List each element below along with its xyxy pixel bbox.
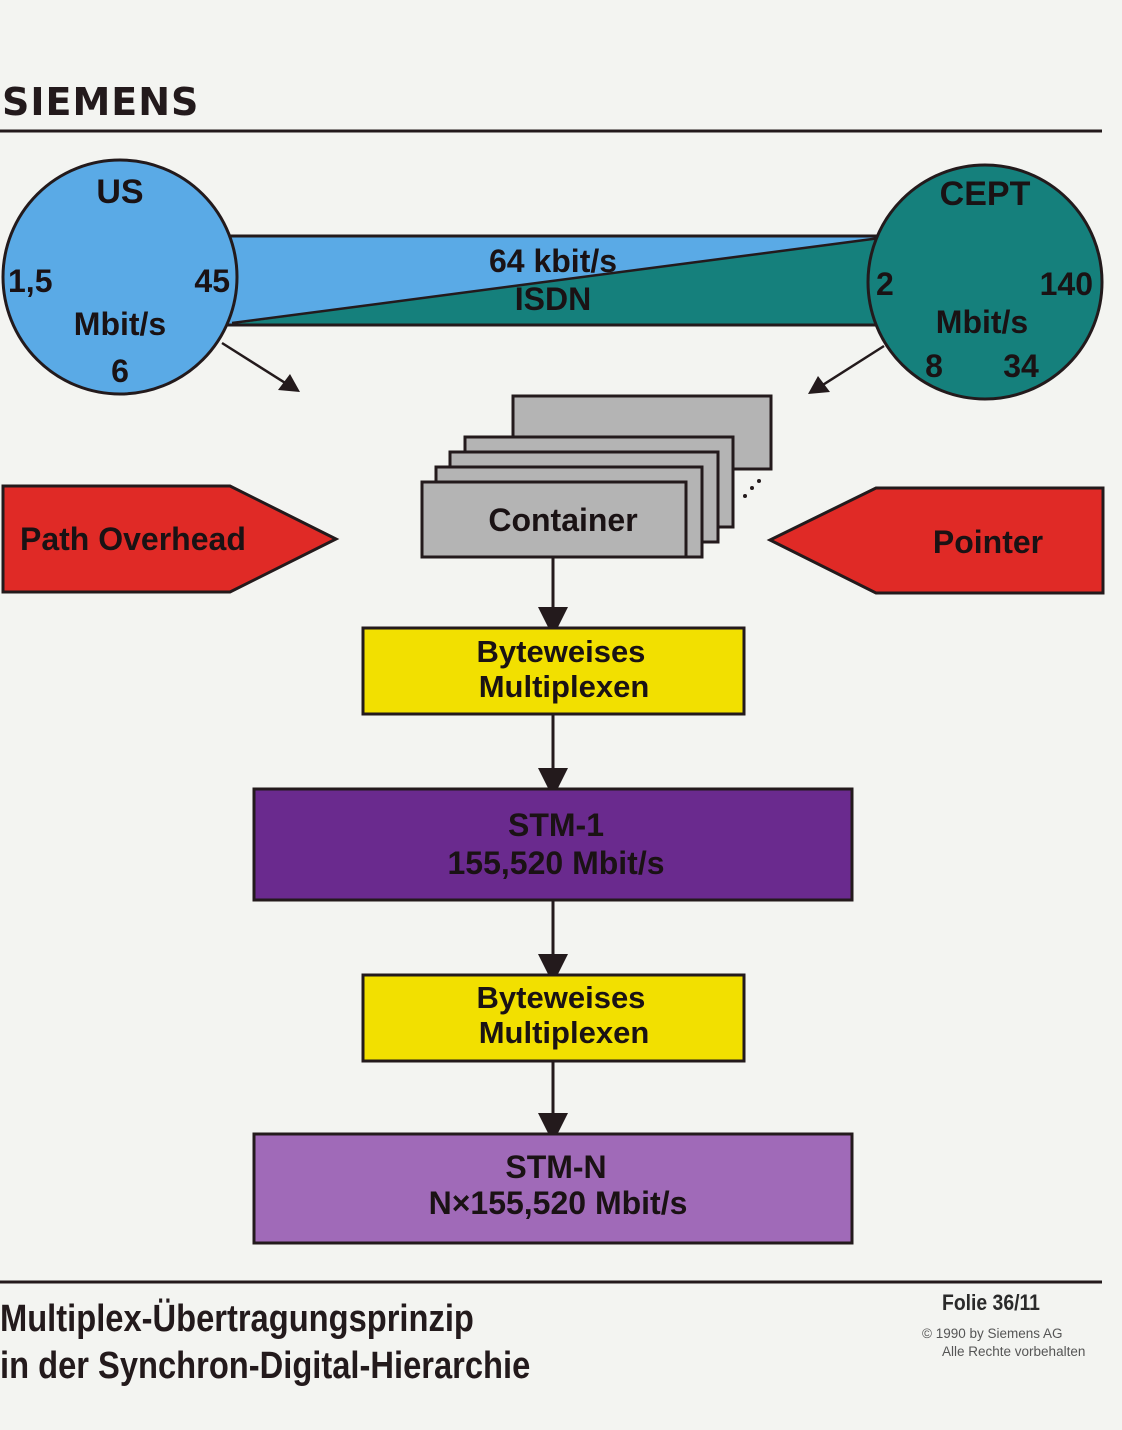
pointer-shape [766,486,1105,595]
us-circle [1,158,239,396]
cept-circle [866,163,1104,401]
cept-arrowhead-icon [808,376,830,394]
cept-rate-4: 34 [1003,348,1039,384]
us-arrow-line [221,341,291,388]
us-arrowhead-icon [278,374,300,392]
stm1-label: STM-1 [508,807,604,843]
us-rate-3: 6 [111,353,129,389]
band-isdn-label: ISDN [515,281,591,317]
cept-arrow-line [817,344,885,390]
stmn-rate: N×155,520 Mbit/s [429,1185,688,1221]
cept-unit: Mbit/s [936,304,1028,340]
cept-rate-2: 140 [1040,266,1093,302]
multiplex-box-1 [361,626,746,716]
multiplex-1-line1: Byteweises [477,634,646,669]
multiplex-2-line2: Multiplexen [479,1015,650,1050]
cept-rate-3: 8 [925,348,943,384]
rights-text: Alle Rechte vorbehalten [942,1344,1086,1359]
band-rate-label: 64 kbit/s [489,243,617,279]
cept-title: CEPT [940,175,1031,213]
cept-rate-1: 2 [876,266,894,302]
copyright-text: © 1990 by Siemens AG [922,1326,1063,1341]
multiplex-2-line1: Byteweises [477,980,646,1015]
band-divider [231,236,881,325]
ellipsis-dot [750,486,754,490]
siemens-logo: SIEMENS [2,80,200,124]
container-label: Container [488,502,637,538]
slide-title: Multiplex-Übertragungsprinzip in der Syn… [0,1296,530,1390]
slide-title-line2: in der Synchron-Digital-Hierarchie [0,1345,531,1387]
multiplex-box-2 [361,973,746,1063]
copyright-block: © 1990 by Siemens AG Alle Rechte vorbeha… [922,1325,1085,1361]
path-overhead-label: Path Overhead [20,521,246,557]
slide-title-line1: Multiplex-Übertragungsprinzip [0,1298,474,1340]
stm1-rate: 155,520 Mbit/s [448,845,665,881]
container-stack [420,394,773,559]
container-box [420,480,688,559]
stm1-box [252,787,854,902]
us-rate-2: 45 [194,263,230,299]
ellipsis-dot [757,479,761,483]
us-unit: Mbit/s [74,306,166,342]
us-title: US [96,173,143,211]
pointer-label: Pointer [933,524,1043,560]
stmn-label: STM-N [505,1149,606,1185]
path-overhead-shape [1,484,340,594]
us-rate-1: 1,5 [8,263,52,299]
slide-number: Folie 36/11 [942,1290,1040,1315]
stmn-box [252,1132,854,1245]
ellipsis-dot [743,494,747,498]
multiplex-1-line2: Multiplexen [479,669,650,704]
